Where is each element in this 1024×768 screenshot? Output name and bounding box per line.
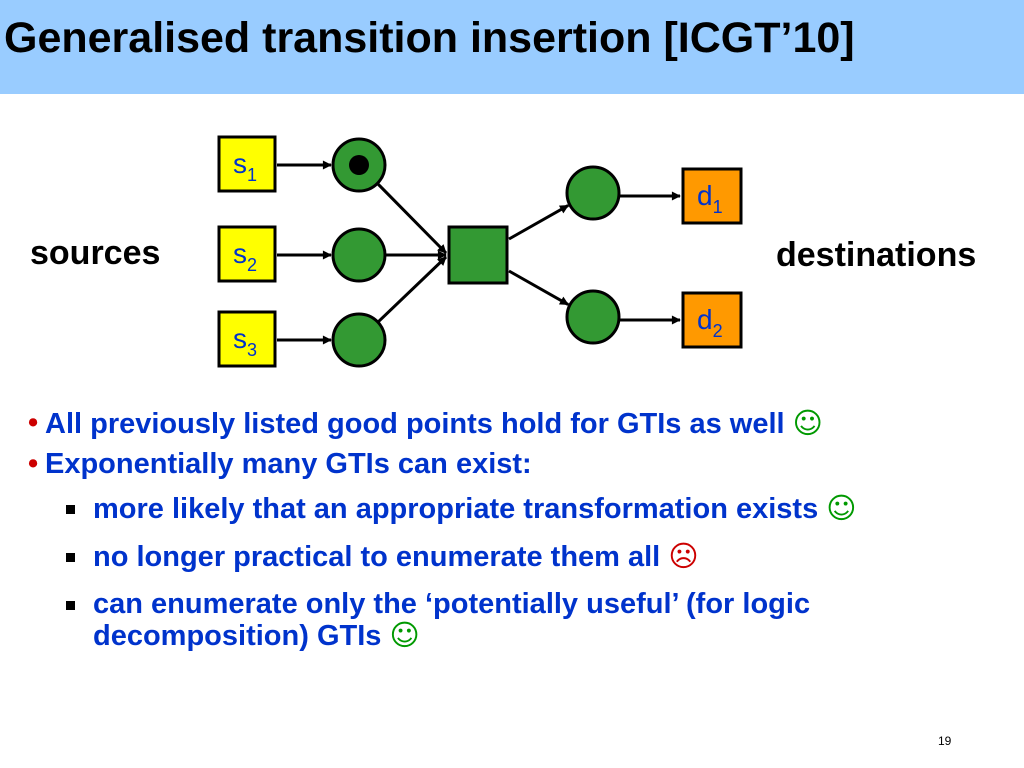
bullet-2-text: Exponentially many GTIs can exist: <box>45 448 532 480</box>
input-place-3 <box>331 312 387 368</box>
destination-box-1: d1 <box>681 167 743 225</box>
smiley-face-icon: ☺ <box>792 406 823 440</box>
token-1 <box>349 155 369 175</box>
source-box-3: s3 <box>217 310 277 368</box>
destinations-label: destinations <box>776 236 977 274</box>
source-box-2: s2 <box>217 225 277 283</box>
sub-bullet-2-3: can enumerate only the ‘potentially usef… <box>66 589 1008 652</box>
arc-transition-place-2 <box>508 269 569 306</box>
title-bar: Generalised transition insertion [ICGT’1… <box>0 0 1024 94</box>
sources-label: sources <box>30 234 161 272</box>
bullet-square <box>66 601 75 610</box>
smiley-face-icon: ☺ <box>826 491 857 525</box>
petri-net-diagram: s1 s2 s3 d1 d2 <box>217 135 743 368</box>
transition <box>447 225 509 285</box>
frown-face-icon: ☹ <box>668 539 699 573</box>
page-number: 19 <box>938 734 952 748</box>
input-place-2 <box>331 227 387 283</box>
arc-transition-place-1 <box>508 204 569 241</box>
source-label-3: s3 <box>233 323 257 360</box>
arc-place-transition-1 <box>376 182 448 255</box>
sub-bullet-2-2-text: no longer practical to enumerate them al… <box>93 541 661 573</box>
bullet-dot: • <box>28 448 39 480</box>
bullet-list: •All previously listed good points hold … <box>28 406 1008 668</box>
slide-title: Generalised transition insertion [ICGT’1… <box>4 14 855 62</box>
sub-bullet-2-3-text: can enumerate only the ‘potentially usef… <box>93 588 811 652</box>
bullet-square <box>66 553 75 562</box>
smiley-face-icon: ☺ <box>389 618 420 652</box>
destination-label-1: d1 <box>697 180 723 217</box>
sub-bullet-2-2: no longer practical to enumerate them al… <box>66 541 1008 573</box>
arc-place-transition-3 <box>376 255 448 324</box>
destination-label-2: d2 <box>697 304 723 341</box>
bullet-square <box>66 505 75 514</box>
output-place-2 <box>565 289 621 345</box>
source-label-1: s1 <box>233 148 257 185</box>
destination-box-2: d2 <box>681 291 743 349</box>
bullet-1-text: All previously listed good points hold f… <box>45 408 785 440</box>
bullet-dot: • <box>28 407 39 439</box>
bullet-2: •Exponentially many GTIs can exist: <box>28 447 1008 481</box>
source-label-2: s2 <box>233 238 257 275</box>
source-box-1: s1 <box>217 135 277 193</box>
sub-bullet-2-1-text: more likely that an appropriate transfor… <box>93 493 819 525</box>
sub-bullet-2-1: more likely that an appropriate transfor… <box>66 493 1008 525</box>
output-place-1 <box>565 165 621 221</box>
bullet-1: •All previously listed good points hold … <box>28 406 1008 441</box>
